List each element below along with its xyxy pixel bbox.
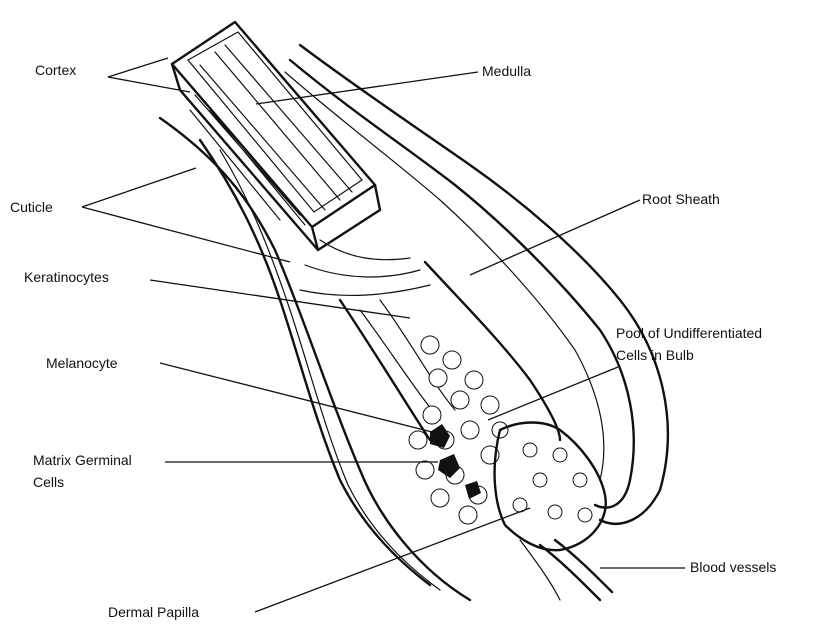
label-keratinocytes: Keratinocytes	[24, 269, 109, 285]
root-sheath-inner-line	[290, 60, 634, 508]
leader-medulla	[256, 72, 478, 104]
label-cuticle: Cuticle	[10, 199, 53, 215]
label-medulla: Medulla	[482, 63, 531, 79]
leader-cuticle-1	[82, 168, 196, 207]
leader-keratinocytes	[150, 280, 410, 318]
blood-vessel-lines	[520, 540, 612, 600]
label-matrix-line2: Cells	[33, 474, 64, 490]
hair-shaft	[172, 22, 380, 250]
root-sheath-inner-line-2	[285, 72, 604, 480]
label-pool-line1: Pool of Undifferentiated	[616, 325, 762, 341]
leader-dermal-papilla	[255, 508, 530, 612]
label-blood-vessels: Blood vessels	[690, 559, 776, 575]
leader-cuticle-2	[82, 207, 290, 262]
label-dermal-papilla: Dermal Papilla	[108, 604, 199, 620]
labels: Cortex Medulla Cuticle Root Sheath Kerat…	[10, 62, 776, 620]
label-matrix-line1: Matrix Germinal	[33, 452, 132, 468]
label-pool-line2: Cells in Bulb	[616, 347, 694, 363]
hair-follicle-illustration	[160, 22, 668, 600]
leader-melanocyte	[160, 363, 432, 432]
leader-cortex-1	[108, 58, 168, 77]
leader-pool	[488, 367, 618, 420]
leader-root-sheath	[470, 200, 640, 275]
label-root-sheath: Root Sheath	[642, 191, 720, 207]
follicle-left-wall	[200, 140, 430, 585]
leader-lines	[82, 58, 685, 612]
label-melanocyte: Melanocyte	[46, 355, 118, 371]
dermal-papilla-shape	[495, 423, 606, 551]
label-cortex: Cortex	[35, 62, 76, 78]
